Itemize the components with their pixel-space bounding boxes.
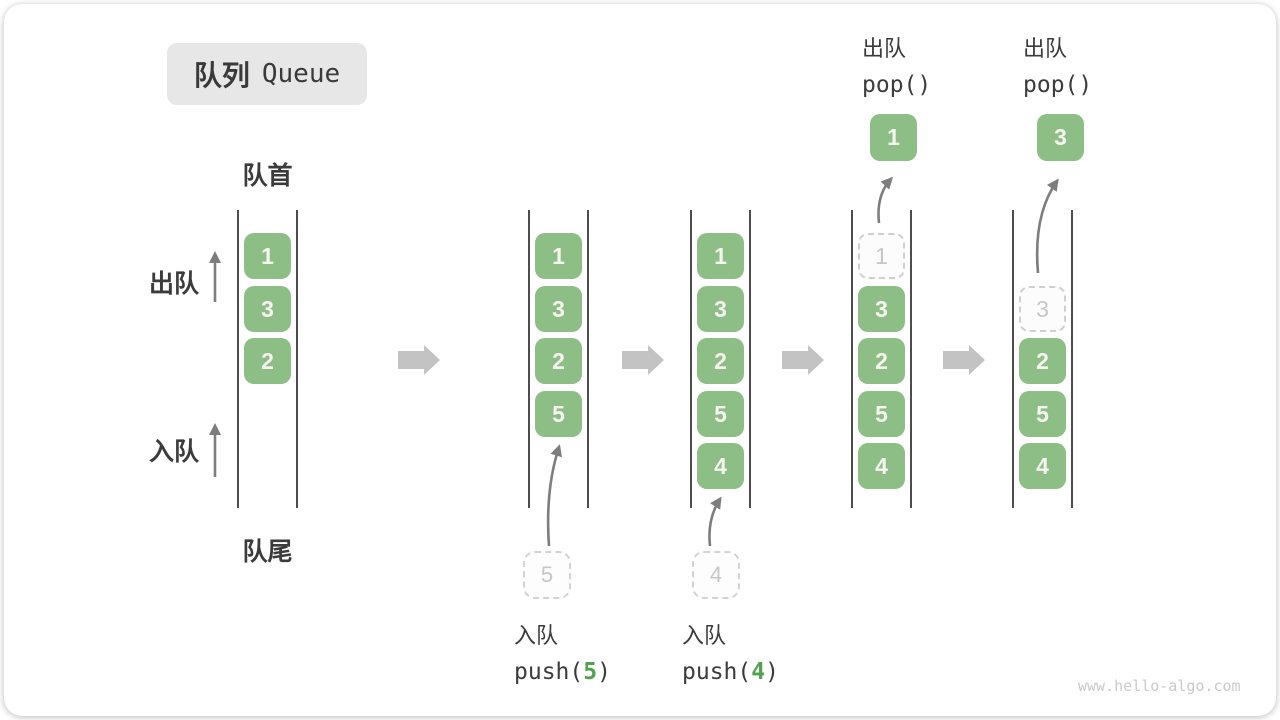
queue-item: 4: [1019, 443, 1066, 489]
popped-item-pop1: 1: [870, 114, 917, 161]
queue-rear-label: 队尾: [242, 538, 293, 566]
title-en: Queue: [261, 59, 341, 89]
diagram-canvas: 队列 Queue 队首 队尾 出队 入队 1 3 2 1 3 2 5 1 3 2…: [4, 4, 1276, 716]
queue-item: 3: [697, 286, 744, 332]
title-zh: 队列: [193, 60, 250, 91]
queue-front-label: 队首: [242, 162, 293, 190]
queue-item: 5: [858, 391, 905, 437]
arrows-overlay: [209, 176, 1059, 547]
queue-state-1: 1 3 2: [237, 210, 298, 508]
queue-item: 2: [535, 338, 582, 384]
queue-state-3: 1 3 2 5 4: [690, 210, 751, 508]
queue-item: 1: [697, 233, 744, 279]
title-badge: 队列 Queue: [167, 43, 367, 105]
pop1-operation-label: 出队 pop(): [862, 31, 931, 98]
block-arrow-1: [398, 345, 440, 375]
enqueue-side-label: 入队: [149, 438, 200, 466]
queue-item: 5: [697, 391, 744, 437]
block-arrow-3: [782, 345, 824, 375]
block-arrow-2: [622, 345, 664, 375]
push4-operation-label: 入队 push(4): [682, 618, 779, 685]
queue-item: 4: [697, 443, 744, 489]
queue-item: 2: [697, 338, 744, 384]
queue-item: 5: [535, 391, 582, 437]
queue-item: 3: [858, 286, 905, 332]
push5-code-post: ): [597, 659, 611, 685]
push5-code: push(5): [514, 659, 611, 685]
watermark: www.hello-algo.com: [1078, 677, 1241, 695]
staging-item-push5: 5: [523, 551, 571, 599]
queue-state-2: 1 3 2 5: [528, 210, 589, 508]
push5-code-arg: 5: [583, 659, 598, 685]
queue-item: 5: [1019, 391, 1066, 437]
queue-item: 2: [1019, 338, 1066, 384]
pop1-label-zh: 出队: [862, 36, 907, 61]
pop2-operation-label: 出队 pop(): [1023, 31, 1092, 98]
staging-item-push4: 4: [692, 551, 740, 599]
queue-item: 2: [858, 338, 905, 384]
push4-code-arg: 4: [751, 659, 766, 685]
popped-item-pop2: 3: [1037, 114, 1084, 161]
queue-item: 3: [244, 286, 291, 332]
queue-item: 4: [858, 443, 905, 489]
queue-item: 1: [244, 233, 291, 279]
push5-code-pre: push(: [514, 659, 584, 685]
block-arrow-4: [943, 345, 985, 375]
push4-code: push(4): [682, 659, 779, 685]
queue-item: 3: [535, 286, 582, 332]
queue-item: 1: [535, 233, 582, 279]
queue-item: 2: [244, 338, 291, 384]
push4-code-post: ): [765, 659, 779, 685]
dequeue-side-label: 出队: [149, 270, 200, 298]
pop2-code: pop(): [1023, 72, 1093, 98]
push4-code-pre: push(: [682, 659, 752, 685]
pop1-code: pop(): [862, 72, 932, 98]
queue-state-4: 1 3 2 5 4: [851, 210, 912, 508]
push5-operation-label: 入队 push(5): [514, 618, 611, 685]
queue-item-ghost: 3: [1019, 286, 1066, 332]
queue-state-5: 3 2 5 4: [1012, 210, 1073, 508]
queue-item-ghost: 1: [858, 233, 905, 279]
push4-label-zh: 入队: [682, 623, 727, 648]
pop2-label-zh: 出队: [1023, 36, 1068, 61]
push5-label-zh: 入队: [514, 623, 559, 648]
